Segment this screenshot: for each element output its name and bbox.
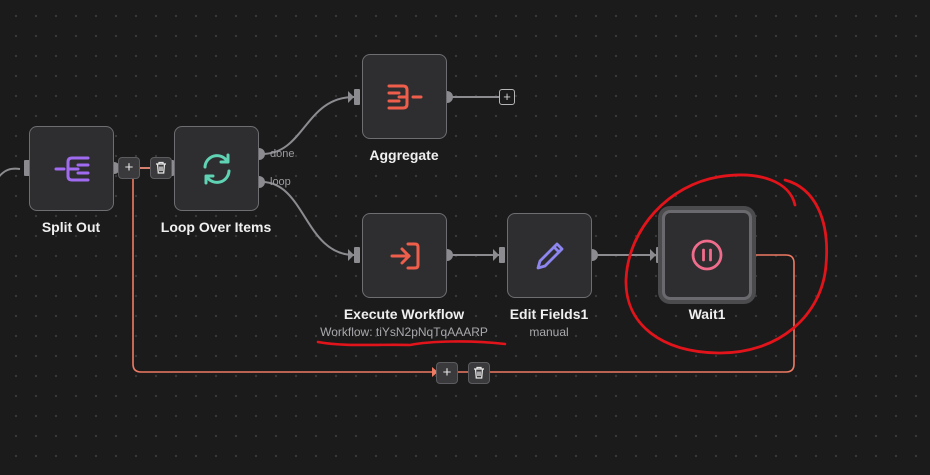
edge-done-to-aggregate[interactable] bbox=[261, 96, 355, 155]
edge-loop-to-execute[interactable] bbox=[261, 181, 355, 256]
arrow-into-execute bbox=[348, 249, 354, 261]
execute-workflow-subtitle: Workflow: tiYsN2pNqTqAAARP bbox=[320, 325, 488, 339]
execute-input-handle[interactable] bbox=[354, 247, 360, 263]
edge-wait-loop-back[interactable] bbox=[132, 176, 795, 373]
aggregate-label: Aggregate bbox=[369, 147, 439, 163]
pause-circle-icon bbox=[691, 239, 723, 271]
annotation-underline bbox=[316, 340, 507, 347]
split-out-label: Split Out bbox=[41, 219, 101, 235]
edge-incoming-split-out[interactable] bbox=[0, 167, 21, 182]
arrow-into-edit bbox=[493, 249, 499, 261]
pencil-icon bbox=[536, 242, 563, 269]
arrow-loop-back bbox=[432, 367, 438, 377]
node-loop-over-items[interactable] bbox=[174, 126, 259, 211]
aggregate-input-handle[interactable] bbox=[354, 89, 360, 105]
split-out-icon bbox=[54, 156, 89, 181]
trash-icon bbox=[474, 366, 484, 379]
arrow-heads bbox=[348, 91, 656, 261]
loop-loop-label: loop bbox=[270, 176, 291, 188]
node-aggregate[interactable] bbox=[362, 54, 447, 139]
split-out-input-handle[interactable] bbox=[24, 160, 30, 176]
edit-fields-input-handle[interactable] bbox=[499, 247, 505, 263]
edit-fields-subtitle: manual bbox=[529, 325, 569, 339]
execute-workflow-label: Execute Workflow bbox=[343, 306, 465, 322]
node-split-out[interactable] bbox=[29, 126, 114, 211]
edge-add-button[interactable]: + bbox=[118, 157, 140, 179]
arrow-into-wait bbox=[650, 249, 656, 261]
loop-edge-add-button[interactable]: + bbox=[436, 362, 458, 384]
sign-in-icon bbox=[390, 242, 419, 269]
loop-over-items-label: Loop Over Items bbox=[160, 219, 272, 235]
refresh-icon bbox=[203, 153, 230, 184]
node-execute-workflow[interactable] bbox=[362, 213, 447, 298]
annotation-circle bbox=[624, 173, 829, 355]
edit-fields-label: Edit Fields1 bbox=[509, 306, 589, 322]
loop-edge-delete-button[interactable] bbox=[468, 362, 490, 384]
node-edit-fields[interactable] bbox=[507, 213, 592, 298]
aggregate-icon bbox=[387, 84, 422, 109]
arrow-into-aggregate bbox=[348, 91, 354, 103]
node-wait[interactable] bbox=[662, 210, 752, 300]
trash-icon bbox=[156, 161, 166, 174]
wait-input-handle[interactable] bbox=[656, 247, 662, 263]
loop-done-label: done bbox=[270, 148, 295, 160]
wait-label: Wait1 bbox=[688, 306, 726, 322]
add-node-button[interactable]: + bbox=[499, 89, 515, 105]
edge-delete-button[interactable] bbox=[150, 157, 172, 179]
